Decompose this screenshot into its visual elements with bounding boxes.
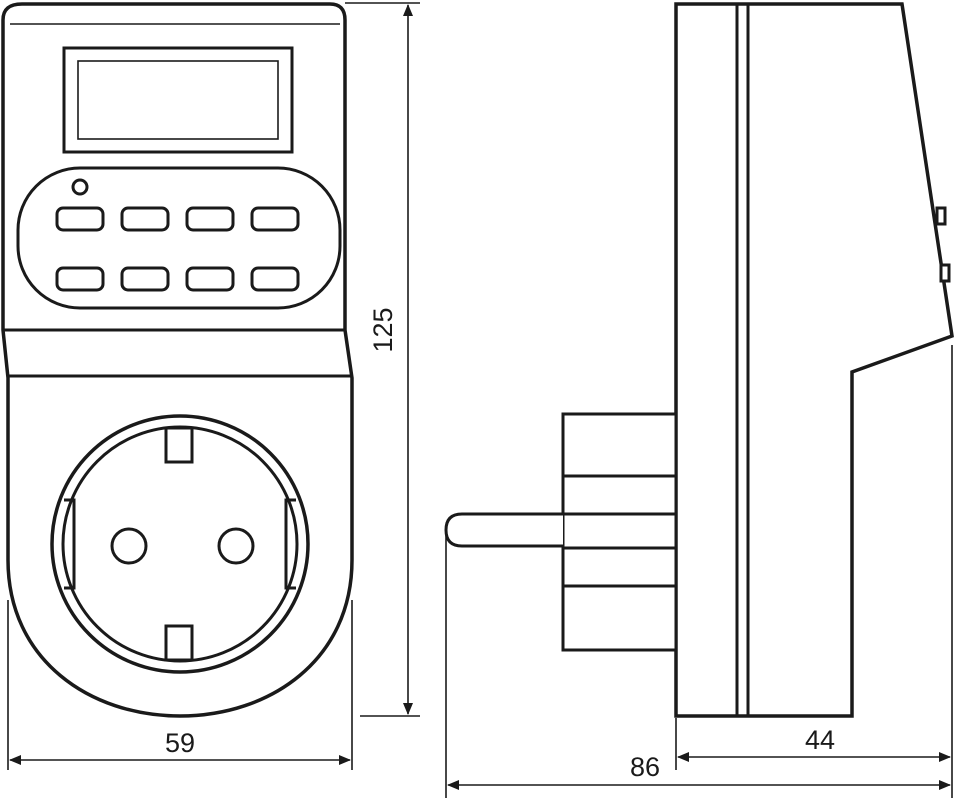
dim-total-depth-label: 86 — [630, 752, 660, 782]
pin-hole-left — [110, 527, 148, 565]
dim-body-depth-label: 44 — [805, 725, 835, 755]
dimension-lines: 59 125 44 86 — [7, 2, 953, 798]
pin-hole-right — [217, 527, 255, 565]
lcd-display-frame — [62, 46, 294, 154]
indicator-led — [71, 178, 89, 196]
keypad-button — [250, 206, 300, 232]
socket-notch-left — [64, 498, 76, 590]
socket-notch-right — [284, 498, 296, 590]
keypad-button — [120, 206, 170, 232]
plug-pin — [444, 512, 563, 548]
keypad-panel — [16, 166, 342, 310]
keypad-button — [55, 206, 105, 232]
side-button-tab — [935, 206, 947, 226]
keypad-button — [250, 266, 300, 292]
dim-height-label: 125 — [368, 307, 398, 352]
side-button-tab — [939, 263, 951, 283]
plug-block — [561, 412, 678, 652]
front-view — [1, 2, 354, 718]
earth-clip-top — [164, 426, 194, 464]
front-body-outline — [1, 2, 354, 718]
earth-clip-bottom — [164, 624, 194, 662]
side-body-outline — [674, 2, 954, 718]
keypad-button — [120, 266, 170, 292]
lcd-display-screen — [77, 60, 279, 140]
keypad-button — [55, 266, 105, 292]
keypad-button — [185, 206, 235, 232]
socket-outer-ring — [50, 414, 310, 674]
dim-width-label: 59 — [165, 728, 195, 758]
keypad-button — [185, 266, 235, 292]
side-view — [444, 2, 954, 718]
